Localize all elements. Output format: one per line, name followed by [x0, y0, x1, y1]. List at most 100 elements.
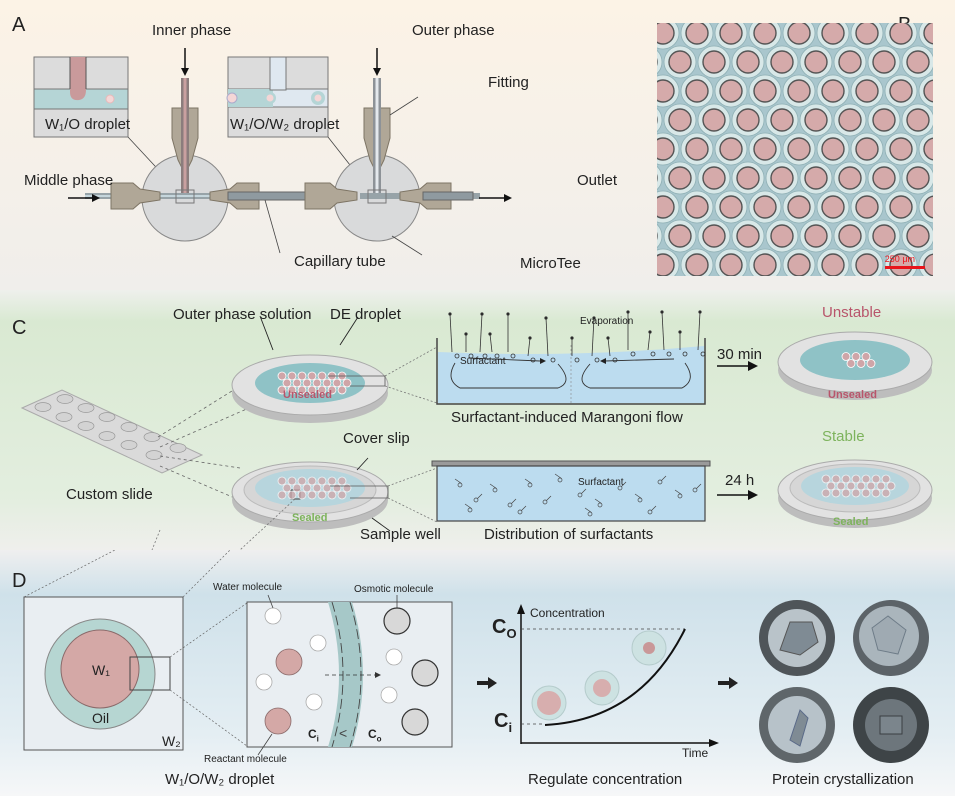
crystal-2 [853, 600, 929, 676]
de-droplet [287, 476, 297, 486]
concentration-schematic [23, 550, 929, 763]
de-droplet [342, 483, 352, 493]
inset-w1ow2-droplet [226, 56, 373, 194]
de-droplet [861, 352, 871, 361]
evaporation-arrow [527, 337, 531, 357]
evaporation-arrow [697, 311, 701, 351]
double-emulsion-droplet [901, 103, 933, 137]
double-emulsion-droplet [714, 132, 748, 166]
unsealed-label: Unsealed [283, 389, 332, 401]
crystal-caption: Protein crystallization [772, 771, 914, 788]
de-droplet [856, 359, 866, 368]
chart-ci-subscript: i [508, 720, 513, 735]
de-droplet [317, 385, 327, 395]
double-emulsion-droplet [918, 248, 933, 276]
de-droplet [881, 488, 891, 498]
de-droplet [881, 474, 891, 484]
double-emulsion-droplet [680, 248, 714, 276]
droplet-array [657, 23, 933, 276]
surfactant-molecule [677, 493, 683, 499]
de-droplet [277, 385, 287, 395]
panel-letter-c: C [12, 317, 27, 339]
marangoni-container [436, 310, 706, 405]
double-emulsion-droplet [833, 219, 867, 253]
crystal-3 [759, 687, 835, 763]
evaporation-arrow [545, 317, 549, 357]
sealed-label: Sealed [292, 512, 328, 524]
surfactant-molecule [510, 353, 516, 359]
double-emulsion-droplet [782, 23, 816, 50]
micrograph-double-emulsion: 250 μm [657, 23, 933, 276]
double-emulsion-droplet [697, 219, 731, 253]
surfactant-molecule [550, 357, 556, 363]
double-emulsion-droplet [748, 132, 782, 166]
de-droplet [302, 378, 312, 388]
panel-a-device: A Inner phase Outer phase Fitting Middle… [0, 0, 955, 290]
w1-label: W₁ [92, 662, 110, 678]
stable-label: Stable [822, 428, 865, 445]
ci-symbol: C [308, 727, 317, 741]
surfactant-molecule [647, 509, 653, 515]
co-subscript: o [376, 734, 382, 744]
middle-phase-label: Middle phase [24, 172, 114, 189]
surfactant-molecule [692, 487, 698, 493]
inset-w1o-label: W₁/O droplet [45, 116, 131, 133]
surfactant-molecule [482, 353, 488, 359]
double-emulsion-droplet [850, 23, 884, 50]
evaporation-arrow [661, 311, 665, 351]
de-droplet [886, 481, 896, 491]
double-emulsion-droplet [714, 74, 748, 108]
evaporation-arrow [449, 313, 453, 353]
de-droplet [851, 352, 861, 361]
double-emulsion-droplet [748, 190, 782, 224]
de-droplet [846, 481, 856, 491]
de-droplet [282, 378, 292, 388]
co-symbol: C [368, 727, 377, 741]
double-emulsion-droplet [884, 190, 918, 224]
membrane-zoom [246, 594, 453, 756]
time-30-min: 30 min [717, 346, 763, 363]
surfactant-molecule [587, 511, 593, 517]
de-droplet [826, 481, 836, 491]
microtee-right [304, 48, 480, 256]
surfactant-molecule [666, 351, 672, 357]
surfactant-molecule [617, 485, 623, 491]
de-droplet [841, 488, 851, 498]
outer-phase-solution-label: Outer phase solution [173, 306, 312, 323]
surfactant-molecule [577, 492, 583, 498]
surfactant-molecule [494, 353, 500, 359]
evaporation-arrow [591, 317, 595, 357]
unstable-label: Unstable [822, 304, 882, 321]
surfactant-molecule [530, 357, 536, 363]
double-emulsion-droplet [680, 190, 714, 224]
de-droplet [322, 483, 332, 493]
fitting-label: Fitting [488, 74, 529, 91]
surfactant-molecule [492, 487, 498, 493]
evaporation-arrow [489, 333, 493, 353]
cover-slip-label: Cover slip [343, 430, 410, 447]
double-emulsion-droplet [901, 161, 933, 195]
result-unsealed-label: Unsealed [828, 389, 877, 401]
de-droplet [841, 474, 851, 484]
sample-well-label: Sample well [360, 526, 441, 543]
de-droplet [282, 483, 292, 493]
double-emulsion-droplet [884, 132, 918, 166]
panel-letter-d: D [12, 570, 27, 592]
chart-ci-tick: Ci [494, 710, 512, 735]
de-droplet [317, 490, 327, 500]
double-emulsion-droplet [657, 49, 663, 75]
custom-slide-label: Custom slide [66, 486, 153, 503]
chart-co-subscript: O [506, 626, 517, 641]
microtee-label: MicroTee [520, 255, 581, 272]
double-emulsion-droplet [748, 248, 782, 276]
double-emulsion-droplet [714, 248, 748, 276]
double-emulsion-droplet [680, 23, 714, 50]
de-droplet [297, 371, 307, 381]
droplet-caption: W₁/O/W₂ droplet [165, 771, 275, 788]
de-droplet [332, 483, 342, 493]
de-droplet [277, 476, 287, 486]
double-emulsion-droplet [850, 190, 884, 224]
de-droplet [292, 483, 302, 493]
double-emulsion-droplet [833, 103, 867, 137]
osmotic-molecule-label: Osmotic molecule [354, 584, 434, 595]
